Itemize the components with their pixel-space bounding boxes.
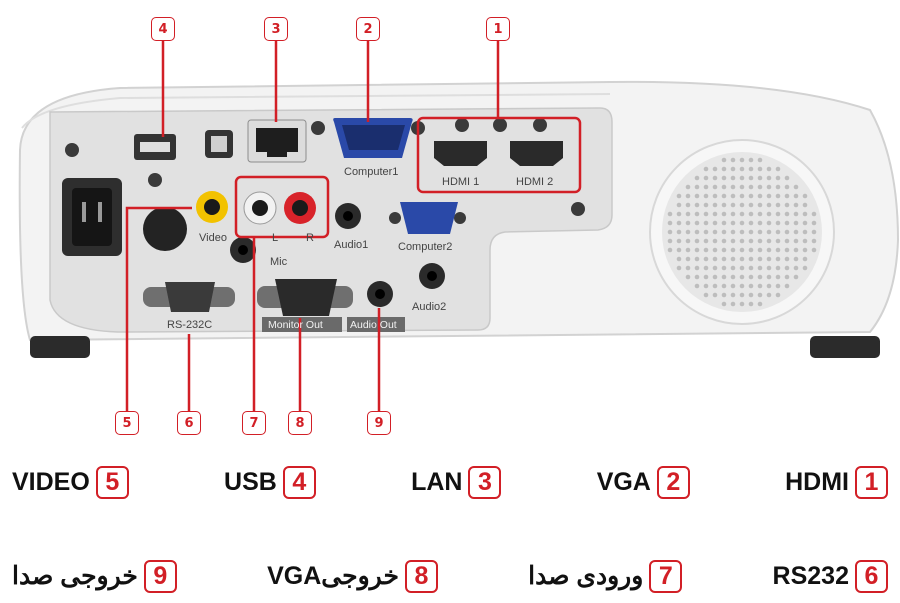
speaker-holes <box>667 157 817 307</box>
audio-in-highlight <box>234 175 330 239</box>
callout-3: 3 <box>264 17 288 41</box>
legend-label: خروجیVGA <box>267 562 399 590</box>
label-monitor-out: Monitor Out <box>268 319 323 331</box>
rs232c-port <box>165 282 215 312</box>
foot-left <box>30 336 90 358</box>
monitor-out-port <box>275 279 337 316</box>
vga-computer2-port <box>400 202 458 234</box>
label-hdmi2: HDMI 2 <box>516 176 553 188</box>
legend-num: 1 <box>855 465 888 499</box>
callout-6: 6 <box>177 411 201 435</box>
label-video: Video <box>199 232 227 244</box>
legend-num: 8 <box>404 559 438 593</box>
label-hdmi1: HDMI 1 <box>442 176 479 188</box>
round-cover <box>143 207 187 251</box>
label-computer1: Computer1 <box>344 166 398 178</box>
legend-num: 7 <box>649 559 683 593</box>
legend-num: 5 <box>95 465 129 499</box>
hdmi2-port <box>510 141 563 166</box>
callout-8: 8 <box>288 411 312 435</box>
callout-9: 9 <box>367 411 391 435</box>
label-computer2: Computer2 <box>398 241 452 253</box>
label-rs232c: RS-232C <box>167 319 212 331</box>
label-mic: Mic <box>270 256 288 268</box>
label-audio-r: R <box>306 232 314 244</box>
legend-num: 9 <box>143 559 177 593</box>
projector-rear-photo: Computer1 HDMI 1 HDMI 2 Video L R Audio1… <box>18 40 900 411</box>
foot-right <box>810 336 880 358</box>
callout-5: 5 <box>115 411 139 435</box>
callout-1: 1 <box>486 17 510 41</box>
label-audio2: Audio2 <box>412 301 446 313</box>
hdmi1-port <box>434 141 487 166</box>
legend-label: خروجی صدا <box>12 562 138 590</box>
legend-label: VIDEO <box>12 467 90 496</box>
legend-num: 3 <box>468 465 502 499</box>
label-audio-l: L <box>272 232 278 244</box>
label-audio-out: Audio Out <box>350 319 397 331</box>
callout-7: 7 <box>242 411 266 435</box>
legend-num: 6 <box>855 559 888 593</box>
legend-label: USB <box>224 467 277 496</box>
legend-num: 4 <box>282 465 316 499</box>
legend-num: 2 <box>656 465 690 499</box>
label-audio1: Audio1 <box>334 239 368 251</box>
callout-4: 4 <box>151 17 175 41</box>
legend-label: HDMI <box>785 467 849 496</box>
callout-2: 2 <box>356 17 380 41</box>
legend-label: ورودی صدا <box>528 562 644 590</box>
legend-label: RS232 <box>772 561 849 590</box>
legend-label: VGA <box>596 467 651 496</box>
legend-label: LAN <box>411 467 463 496</box>
